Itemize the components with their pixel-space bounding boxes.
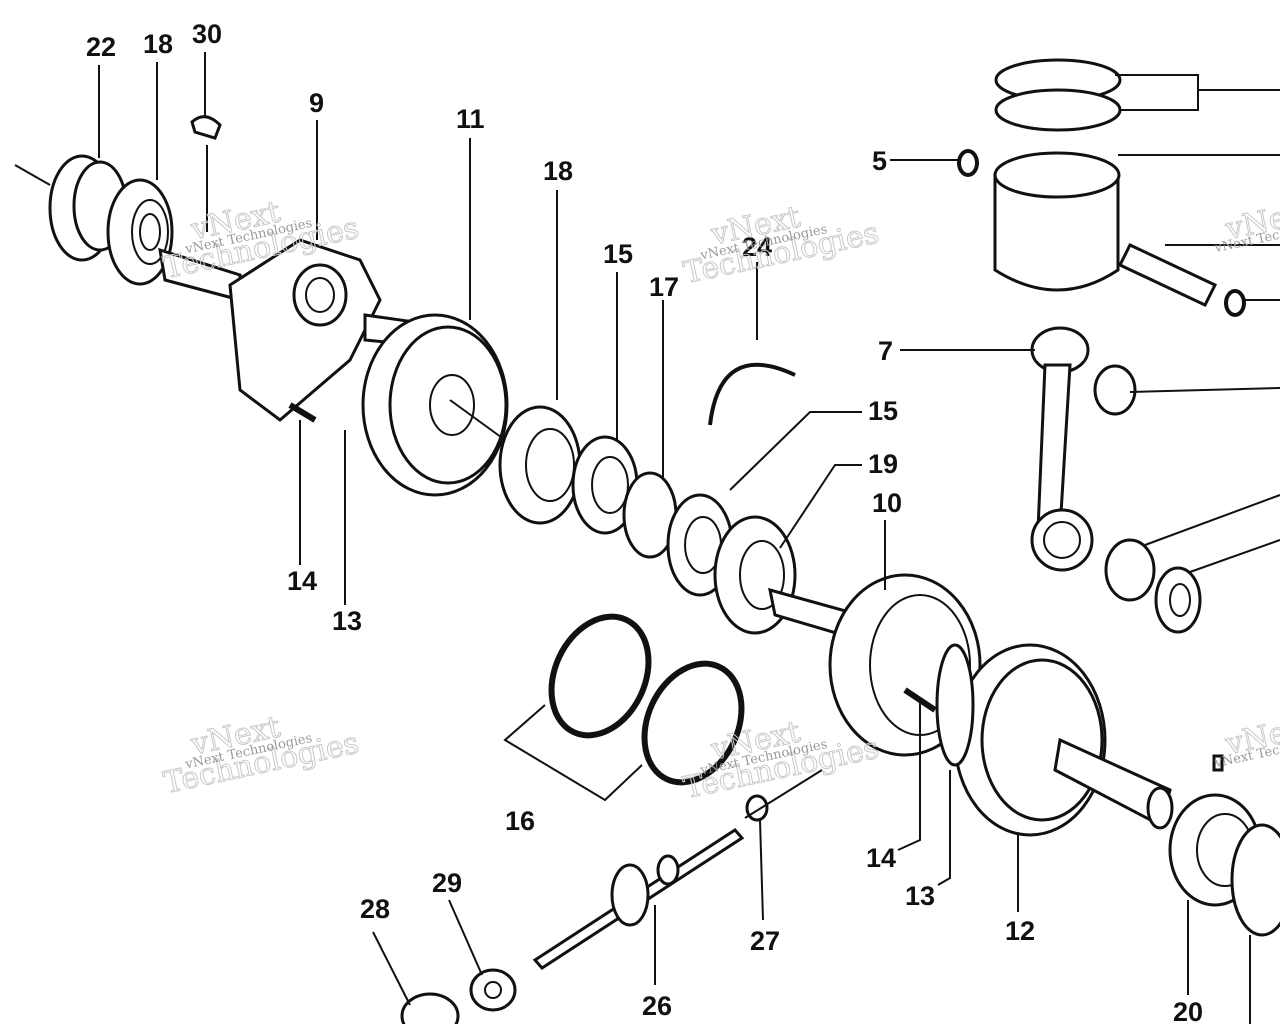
right-flywheel-12 (953, 643, 1174, 837)
watermark-right-top: vNext vNext Technologies (1212, 194, 1280, 257)
connecting-rod-7 (900, 326, 1094, 572)
watermark-right-bottom: vNext vNext Technologies (1212, 709, 1280, 772)
seal-28 (400, 992, 460, 1024)
right-seal-21 (1230, 823, 1280, 937)
callout-20: 20 (1173, 997, 1203, 1024)
callout-27: 27 (750, 926, 780, 956)
piston-pin (1117, 243, 1280, 307)
callout-13-right: 13 (905, 881, 935, 911)
callout-14-left: 14 (287, 566, 317, 596)
callout-16: 16 (505, 806, 535, 836)
callout-28: 28 (360, 894, 390, 924)
rings-16 (503, 613, 745, 802)
callout-labels: 22 18 30 9 11 18 15 17 24 5 7 15 19 10 1… (86, 19, 1203, 1024)
left-flywheel-11 (361, 313, 509, 497)
left-bearing-18 (106, 178, 174, 286)
callout-29: 29 (432, 868, 462, 898)
snap-ring-24 (708, 362, 796, 426)
piston-rings (994, 58, 1280, 132)
callout-15-right: 15 (868, 396, 898, 426)
callout-9: 9 (309, 88, 324, 118)
callout-13-left: 13 (332, 606, 362, 636)
callout-7: 7 (878, 336, 893, 366)
bearing-29 (469, 968, 517, 1012)
small-pin-right (1212, 754, 1224, 772)
callout-30: 30 (192, 19, 222, 49)
callout-10: 10 (872, 488, 902, 518)
watermark-bottom-left: vNext Technologies vNext Technologies (160, 709, 362, 802)
callout-19: 19 (868, 449, 898, 479)
leader-lines (98, 52, 1251, 1024)
callout-26: 26 (642, 991, 672, 1021)
callout-18-center: 18 (543, 156, 573, 186)
pin-14-left (288, 402, 317, 423)
callout-12: 12 (1005, 916, 1035, 946)
needle-bearing-small (1093, 364, 1280, 416)
callout-24: 24 (742, 232, 772, 262)
thrust-washer (1154, 539, 1280, 634)
center-bearing-18 (498, 405, 582, 525)
piston-pin-clip-5 (890, 149, 1280, 317)
callout-22: 22 (86, 32, 116, 62)
watermark-top-center: vNext Technologies vNext Technologies (680, 199, 882, 292)
callout-14-right: 14 (866, 843, 896, 873)
washer-27 (745, 794, 769, 822)
needle-bearing-large (1104, 494, 1280, 602)
callout-5: 5 (872, 146, 887, 176)
callout-18-left: 18 (143, 29, 173, 59)
washer-13-right (935, 643, 975, 767)
shaft-26 (532, 828, 745, 970)
piston (993, 151, 1280, 292)
callout-17: 17 (649, 272, 679, 302)
callout-11: 11 (456, 104, 485, 134)
key-30 (190, 115, 222, 140)
callout-15-top: 15 (603, 239, 633, 269)
